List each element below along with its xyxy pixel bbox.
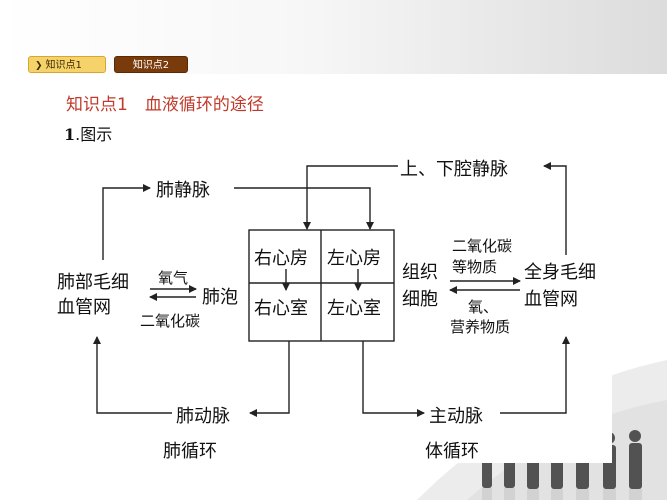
body-capillary-label-line2: 血管网: [524, 289, 578, 310]
right-atrium-label: 右心房: [254, 248, 308, 269]
body-to-vena-cava-arrow: [543, 162, 567, 255]
co2-etc-label-line2: 等物质: [452, 258, 498, 276]
header-band: [0, 0, 667, 74]
co2-label: 二氧化碳: [140, 312, 201, 330]
lung-to-pulmonary-vein-arrow: [102, 184, 151, 260]
vena-cava-to-right-atrium-arrow: [303, 165, 398, 230]
oxygen-nutrients-label-line2: 营养物质: [450, 318, 511, 336]
left-ventricle-label: 左心室: [327, 298, 381, 319]
right-ventricle-to-pulmonary-artery-arrow: [249, 341, 290, 417]
tab-label: 知识点2: [132, 60, 170, 71]
systemic-circulation-label: 体循环: [425, 441, 479, 462]
alveoli-label: 肺泡: [202, 287, 238, 308]
diagram-white-panel: [40, 145, 612, 463]
tab-label: 知识点1: [45, 60, 82, 71]
tissue-label-line2: 细胞: [402, 289, 438, 310]
oxygen-label: 氧气: [158, 269, 189, 287]
pulmonary-vein-to-left-atrium-arrow: [234, 187, 374, 230]
tab-knowledge-point-1[interactable]: ❯知识点1: [28, 56, 106, 73]
section-title: 知识点1 血液循环的途径: [66, 95, 264, 115]
body-capillary-label-line1: 全身毛细: [524, 262, 596, 283]
vena-cava-label: 上、下腔静脉: [400, 159, 508, 180]
pulmonary-circulation-label: 肺循环: [163, 441, 217, 462]
pulmonary-artery-label: 肺动脉: [176, 406, 230, 427]
tissue-label-line1: 组织: [402, 262, 438, 283]
chevron-right-icon: ❯: [35, 61, 43, 71]
tab-knowledge-point-2[interactable]: 知识点2: [114, 56, 188, 73]
co2-etc-label-line1: 二氧化碳: [452, 237, 513, 255]
sub-title-number: 1: [64, 125, 76, 144]
left-atrium-label: 左心房: [327, 248, 381, 269]
left-ventricle-to-aorta-arrow: [362, 341, 425, 417]
right-ventricle-label: 右心室: [254, 298, 308, 319]
sub-title: 1.图示: [64, 121, 112, 145]
aorta-label: 主动脉: [429, 406, 483, 427]
aorta-to-body-capillary-arrow: [500, 336, 570, 414]
lung-capillary-label-line2: 血管网: [57, 297, 111, 318]
pulmonary-vein-label: 肺静脉: [156, 180, 210, 201]
oxygen-nutrients-label-line1: 氧、: [468, 298, 499, 316]
sub-title-text: .图示: [75, 125, 113, 144]
pulmonary-artery-to-lung-arrow: [93, 336, 172, 414]
lung-capillary-label-line1: 肺部毛细: [57, 272, 129, 293]
